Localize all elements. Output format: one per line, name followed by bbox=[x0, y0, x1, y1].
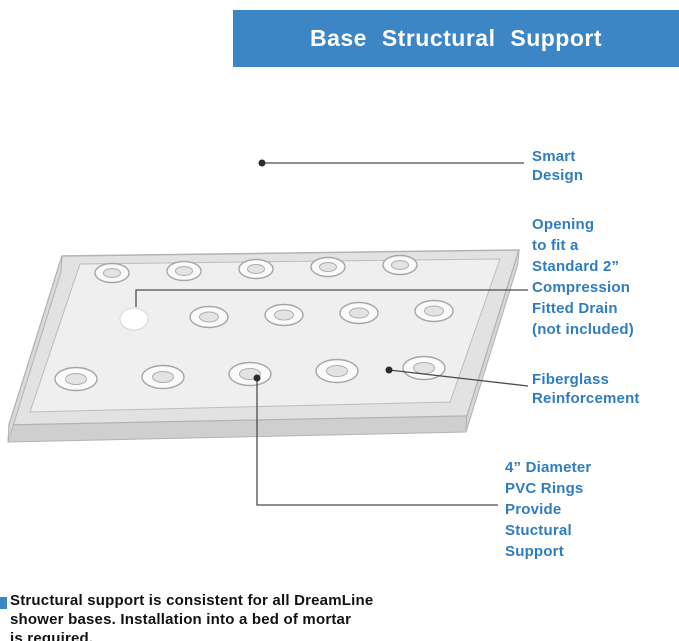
pvc-ring bbox=[382, 254, 418, 276]
footer-note: Structural support is consistent for all… bbox=[10, 592, 374, 641]
pvc-ring bbox=[310, 256, 346, 278]
pvc-ring-grid bbox=[54, 254, 454, 392]
shower-pan bbox=[7, 249, 521, 443]
brand-mark bbox=[0, 597, 7, 609]
pvc-ring bbox=[315, 358, 359, 384]
pvc-ring bbox=[414, 299, 454, 323]
pan-left-wall bbox=[7, 255, 63, 443]
callout-line-fiberglass bbox=[388, 369, 529, 387]
pan-floor bbox=[29, 258, 501, 413]
callout-pvc-rings: 4” Diameter PVC Rings Provide Stuctural … bbox=[505, 459, 592, 560]
pvc-ring bbox=[402, 355, 446, 381]
header-banner: Base Structural Support bbox=[233, 10, 679, 67]
pvc-ring bbox=[141, 364, 185, 390]
callout-line-pvc-rings bbox=[256, 378, 498, 506]
callout-smart-design: Smart Design bbox=[532, 148, 584, 184]
drain-opening bbox=[119, 307, 149, 331]
callout-dot-pvc-rings bbox=[253, 374, 261, 382]
pvc-ring bbox=[54, 366, 98, 392]
pvc-ring bbox=[264, 303, 304, 327]
pvc-ring bbox=[189, 305, 229, 329]
pvc-ring bbox=[238, 258, 274, 280]
callout-lines bbox=[135, 162, 529, 506]
pan-right-wall bbox=[465, 249, 520, 433]
callout-fiberglass: Fiberglass Reinforcement bbox=[532, 371, 640, 407]
pvc-ring bbox=[228, 361, 272, 387]
pvc-ring bbox=[339, 301, 379, 325]
callout-dot-fiberglass bbox=[385, 366, 393, 374]
callout-line-drain-opening bbox=[135, 289, 528, 307]
pvc-ring bbox=[94, 262, 130, 284]
callout-drain-opening: Opening to fit a Standard 2” Compression… bbox=[532, 216, 634, 338]
pvc-ring bbox=[166, 260, 202, 282]
page-title: Base Structural Support bbox=[309, 25, 603, 51]
callout-dot-smart-design bbox=[258, 159, 266, 167]
